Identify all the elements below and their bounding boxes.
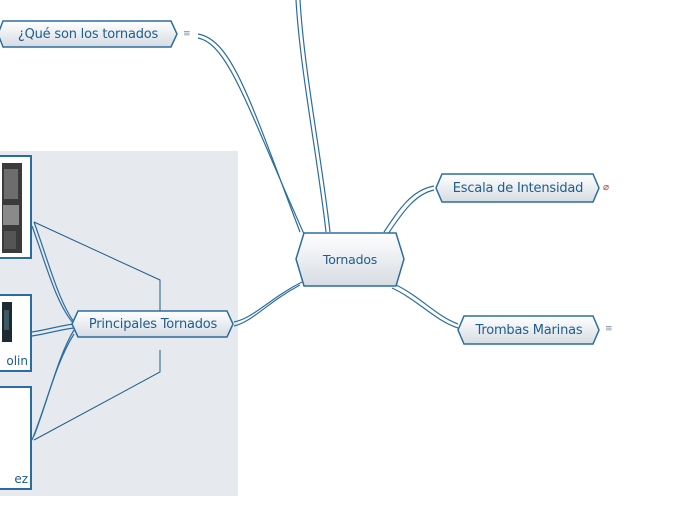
topic-label: Trombas Marinas [475,322,583,338]
link-trombas [391,287,459,329]
topic-trombas-marinas[interactable]: Trombas Marinas [457,315,600,345]
relationship-line-1 [33,221,161,312]
relationship-line-2 [33,350,161,441]
tornado-photo-image [0,157,30,257]
link-que-son [197,33,301,233]
image-caption: ez [14,472,28,486]
note-icon[interactable]: ≡ [183,29,191,39]
image-node-3[interactable]: ez [0,386,32,490]
image-node-2[interactable]: olin [0,294,32,372]
topic-principales-tornados[interactable]: Principales Tornados [71,310,234,338]
link-top-offscreen [295,0,327,233]
topic-label: ¿Qué son los tornados [17,26,159,42]
link-image-2 [31,323,75,333]
image-caption: olin [6,354,28,368]
link-image-1 [33,221,75,323]
topic-label: Escala de Intensidad [452,180,584,196]
central-topic-label: Tornados [322,252,378,267]
topic-que-son-los-tornados[interactable]: ¿Qué son los tornados [0,20,178,48]
hyperlink-icon[interactable]: ⌀ [603,182,610,193]
topic-escala-de-intensidad[interactable]: Escala de Intensidad [435,173,600,203]
central-topic-tornados[interactable]: Tornados [295,232,405,287]
note-icon[interactable]: ≡ [605,324,613,334]
topic-label: Principales Tornados [88,316,218,332]
link-escala [383,185,435,233]
tornado-photo-image [0,296,30,346]
link-principales [233,281,303,323]
image-node-1[interactable] [0,155,32,259]
